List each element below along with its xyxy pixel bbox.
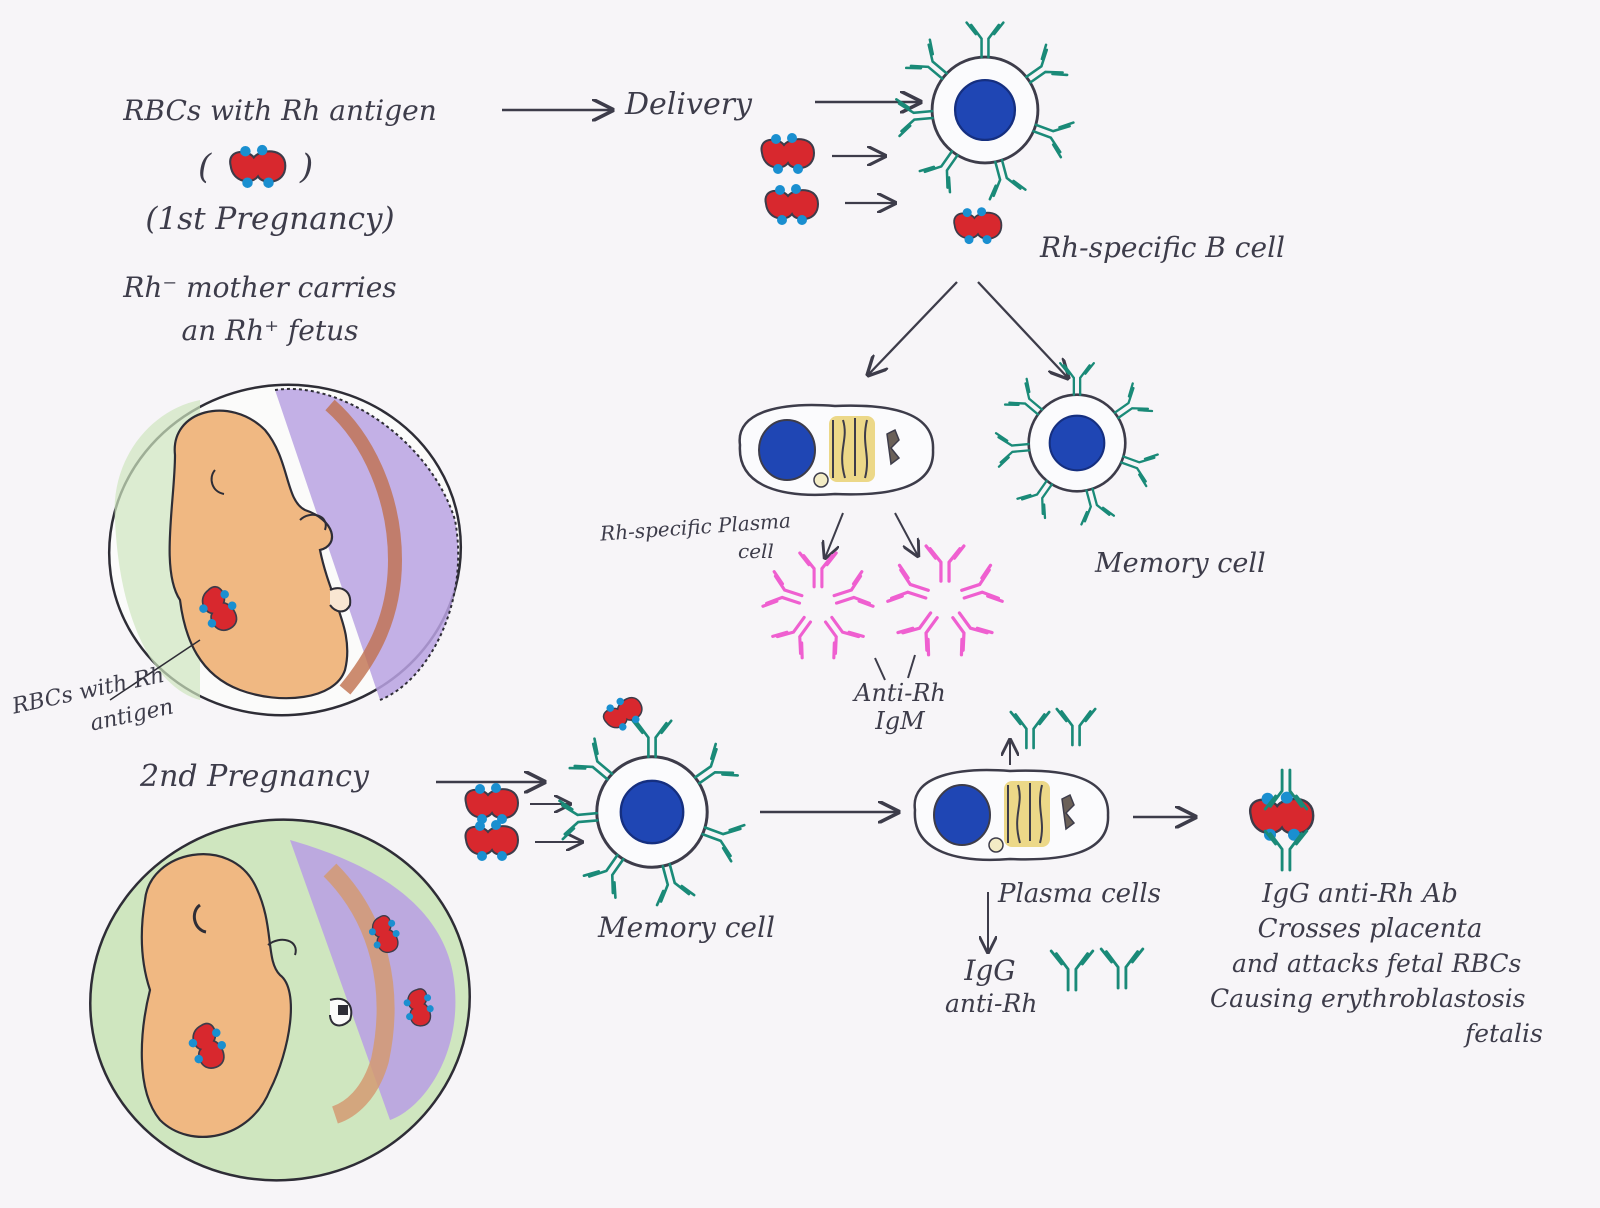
rh-negative-mother-label: Rh⁻ mother carries — [123, 271, 397, 304]
rh-specific-b-cell — [896, 23, 1073, 246]
rbc-icon-legend — [229, 143, 287, 189]
arrow-to-memory-cell — [977, 281, 1068, 378]
igm-label-line2: IgM — [875, 707, 925, 735]
igm-antibodies — [763, 546, 1002, 681]
plasma-cell-label-line2: cell — [738, 539, 774, 563]
fetus-second-pregnancy — [89, 818, 471, 1182]
arrow-plasma-to-igm-1 — [825, 512, 844, 558]
memory-cell-top-label: Memory cell — [1095, 548, 1266, 579]
arrow-to-plasma-cell — [868, 281, 958, 375]
delivery-label: Delivery — [625, 87, 752, 122]
arrow-plasma-to-igm-2 — [894, 512, 918, 556]
first-pregnancy-label: (1st Pregnancy) — [145, 201, 395, 237]
second-pregnancy-label: 2nd Pregnancy — [140, 759, 369, 794]
plasma-cells-second — [913, 768, 1110, 862]
first-pregnancy-rbc-label: RBCs with Rh antigen — [123, 94, 437, 127]
plasma-cells-label: Plasma cells — [998, 879, 1161, 909]
b-cell-label: Rh-specific B cell — [1040, 231, 1285, 264]
memory-cell-bottom-label: Memory cell — [598, 911, 775, 944]
outcome-line-1: IgG anti-Rh Ab — [1262, 879, 1458, 909]
fetus-first-pregnancy — [107, 383, 463, 717]
outcome-line-4: Causing erythroblastosis — [1210, 984, 1526, 1013]
rbc-second-group — [464, 782, 582, 862]
plasma-cell-first — [738, 403, 935, 497]
igm-label: Anti-Rh — [854, 679, 946, 707]
outcome-line-2: Crosses placenta — [1257, 914, 1483, 944]
paren-close: ) — [300, 147, 314, 187]
rh-positive-fetus-label: an Rh⁺ fetus — [181, 314, 359, 347]
memory-cell-top — [996, 363, 1158, 524]
igg-anti-rh-label: anti-Rh — [945, 989, 1038, 1018]
igg-label: IgG — [964, 954, 1016, 987]
outcome-line-3: and attacks fetal RBCs — [1232, 949, 1522, 978]
memory-cell-bottom — [559, 689, 744, 905]
igg-antibodies-top — [1009, 707, 1097, 750]
paren-open: ( — [198, 147, 212, 187]
outcome-line-5: fetalis — [1465, 1019, 1543, 1048]
rbc-delivery-group — [760, 132, 895, 226]
igg-antibodies-bottom — [1049, 947, 1145, 992]
rbc-attacked-by-igg — [1248, 768, 1315, 872]
